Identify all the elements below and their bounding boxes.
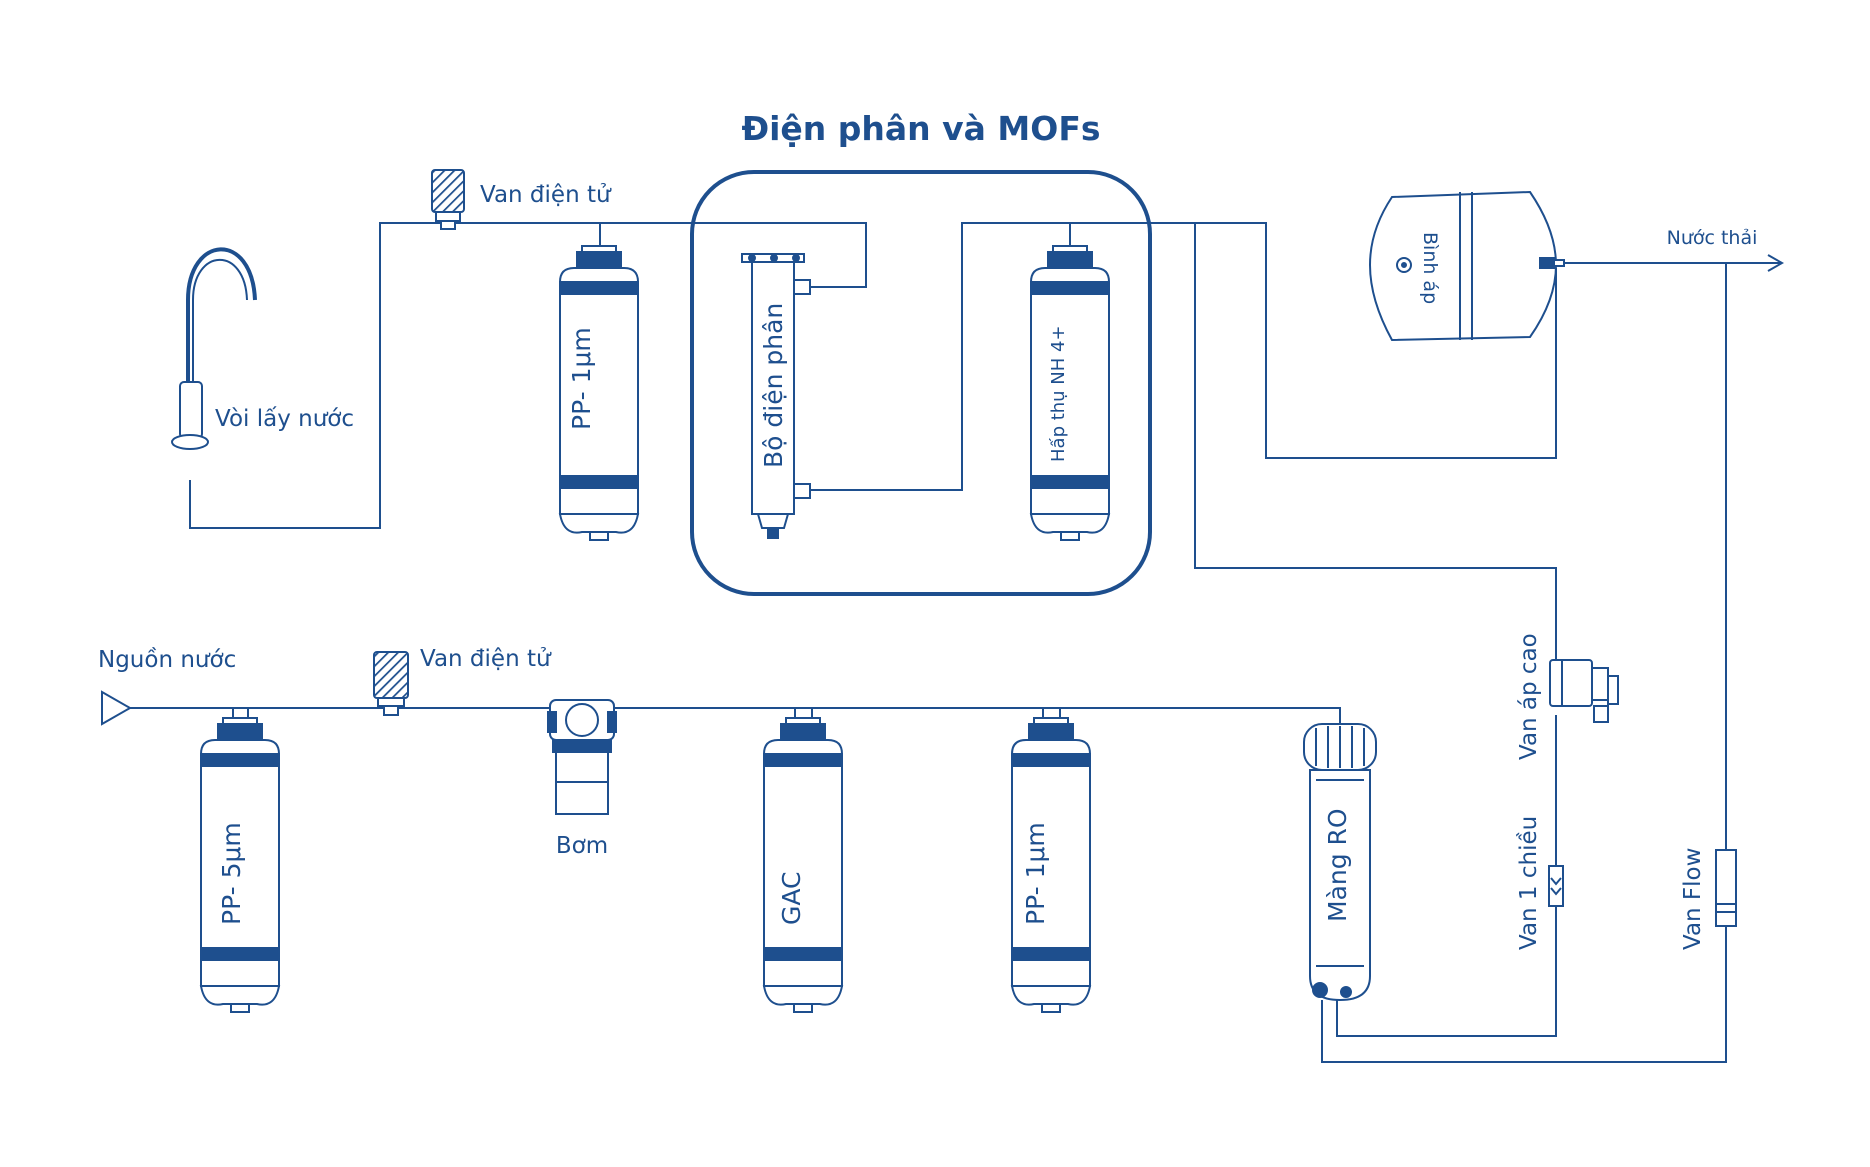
water-source-label: Nguồn nước xyxy=(98,647,236,673)
pressure-tank-icon xyxy=(1368,190,1565,342)
check-valve-icon xyxy=(1548,865,1564,907)
electrolysis-unit xyxy=(741,253,811,539)
high-pressure-valve-label: Van áp cao xyxy=(1516,633,1542,760)
cartridge-pp5 xyxy=(199,717,281,1013)
ro-membrane xyxy=(1303,723,1377,1002)
pipes xyxy=(118,222,1780,1063)
solenoid-valve-top-icon xyxy=(431,169,465,230)
cartridge-pp1-bottom-label: PP- 1μm xyxy=(1021,822,1050,925)
pump-label: Bơm xyxy=(556,833,608,859)
diagram-title: Điện phân và MOFs xyxy=(741,109,1100,148)
flow-valve-label: Van Flow xyxy=(1680,848,1706,950)
cartridge-nh4-label: Hấp thụ NH 4+ xyxy=(1048,325,1069,462)
pipe-flow-to-ro xyxy=(1321,925,1727,1063)
flow-valve-icon xyxy=(1715,849,1737,927)
water-source-inlet-icon xyxy=(101,690,133,726)
pressure-tank-label: Bình áp xyxy=(1419,232,1441,304)
pipe-top-line-a xyxy=(448,222,601,248)
electrolysis-unit-label: Bộ điện phân xyxy=(759,303,788,468)
pipe-check-to-ro xyxy=(1336,905,1557,1037)
cartridge-pp1-top-label: PP- 1μm xyxy=(567,327,596,430)
waste-label: Nước thải xyxy=(1667,227,1758,249)
cartridge-nh4 xyxy=(1029,245,1111,541)
cartridge-pp1-top xyxy=(558,245,640,541)
pipe-to-branch xyxy=(1194,223,1557,668)
faucet-icon xyxy=(171,247,257,450)
cartridge-gac xyxy=(762,717,844,1013)
solenoid-valve-bottom-icon xyxy=(373,651,409,716)
ro-membrane-label: Màng RO xyxy=(1323,808,1352,922)
cartridge-pp5-label: PP- 5μm xyxy=(217,822,246,925)
pipe-top-line-b xyxy=(600,222,867,288)
pump-icon xyxy=(547,699,617,815)
cartridge-pp1-bottom xyxy=(1010,717,1092,1013)
solenoid-valve-top-label: Van điện tử xyxy=(480,182,612,208)
pipe-bottom-line xyxy=(118,707,1341,728)
waste-arrow-icon xyxy=(1767,254,1785,272)
pipe-to-tank xyxy=(1070,222,1557,459)
cartridge-gac-label: GAC xyxy=(777,872,806,926)
check-valve-label: Van 1 chiều xyxy=(1516,816,1542,950)
pipe-faucet-to-top-line xyxy=(189,222,448,529)
solenoid-valve-bottom-label: Van điện tử xyxy=(420,646,552,672)
electrolysis-mofs-group xyxy=(690,170,1152,596)
pipe-electrolysis-out xyxy=(810,222,1071,491)
high-pressure-valve-icon xyxy=(1549,659,1619,723)
faucet-label: Vòi lấy nước xyxy=(215,406,354,432)
